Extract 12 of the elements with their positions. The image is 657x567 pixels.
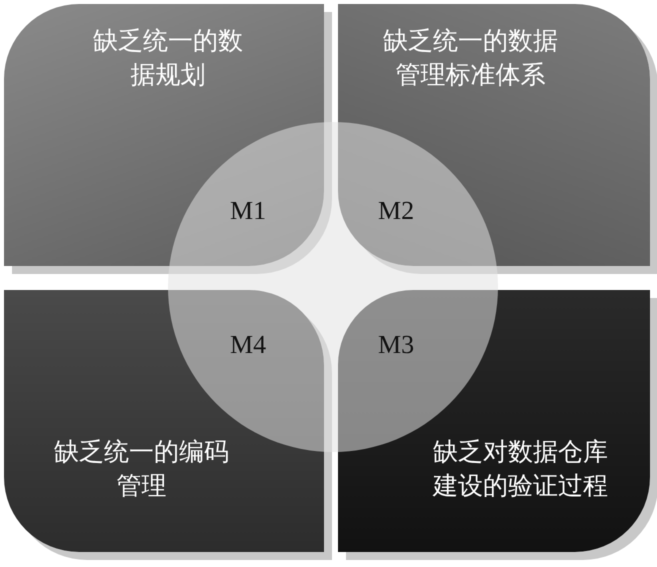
panel-code: M2 [378,196,414,226]
quadrant-panel [338,290,650,552]
panel-heading: 缺乏统一的数据管理标准体系 [382,25,559,91]
panel-heading: 缺乏对数据仓库建设的验证过程 [432,436,609,502]
panel-code: M1 [230,196,266,226]
panel-heading: 缺乏统一的数据规划 [92,25,244,91]
quadrant-panel [4,290,324,552]
panel-heading: 缺乏统一的编码管理 [53,436,230,502]
panel-code: M3 [378,330,414,360]
quadrant-panel [338,4,650,266]
panel-code: M4 [230,330,266,360]
quadrant-panel [4,4,324,266]
